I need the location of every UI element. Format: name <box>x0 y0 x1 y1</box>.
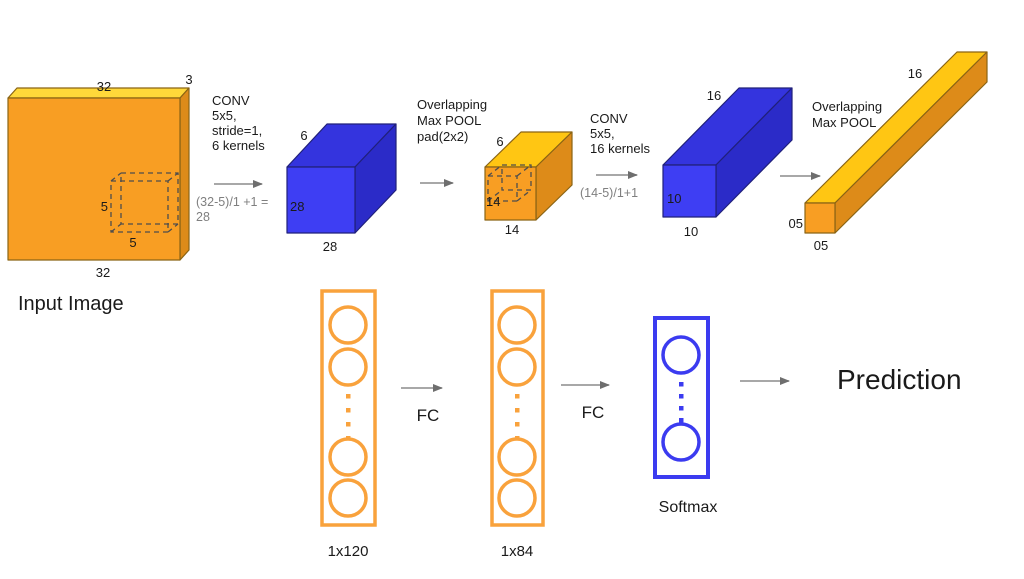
c1-front-face <box>286 166 356 234</box>
input-width-bottom-label: 32 <box>96 265 110 280</box>
fc2-neuron <box>497 478 537 518</box>
fc1-ellipsis-dot <box>346 394 351 399</box>
conv1-formula-line1: (32-5)/1 +1 = <box>196 195 268 209</box>
input-image-block: 32 3 5 5 32 Input Image <box>7 72 193 315</box>
conv2-formula: (14-5)/1+1 <box>580 186 638 200</box>
fc1-neuron <box>328 347 368 387</box>
prediction-step: Prediction <box>740 364 962 395</box>
pool-window <box>487 164 532 202</box>
fc1-neuron <box>328 478 368 518</box>
pool1-step: Overlapping Max POOL pad(2x2) <box>417 97 487 187</box>
conv2-line2: 5x5, <box>590 126 615 141</box>
c1-height-label: 28 <box>290 199 304 214</box>
pool2-line1: Overlapping <box>812 99 882 114</box>
input-depth-label: 3 <box>185 72 192 87</box>
fc1-size-label: 1x120 <box>328 543 369 560</box>
input-front-face <box>7 97 181 261</box>
softmax-ellipsis-dot <box>679 394 684 399</box>
input-width-top-label: 32 <box>97 79 111 94</box>
fc2-neuron <box>497 347 537 387</box>
c3-height-label: 10 <box>667 191 681 206</box>
fc2-ellipsis-dot <box>515 408 520 413</box>
softmax-ellipsis-dot <box>679 382 684 387</box>
pool2-step: Overlapping Max POOL <box>780 99 882 180</box>
conv1-line4: 6 kernels <box>212 138 265 153</box>
softmax-caption: Softmax <box>659 499 718 516</box>
fc2-ellipsis-dot <box>515 422 520 427</box>
c1-depth-label: 6 <box>300 128 307 143</box>
softmax-neuron <box>661 335 701 375</box>
fc-step-2: FC <box>561 381 610 422</box>
conv2-step: CONV 5x5, 16 kernels (14-5)/1+1 <box>580 111 650 200</box>
fc2-neuron <box>497 305 537 345</box>
c1-width-label: 28 <box>323 239 337 254</box>
s4-height-label: 05 <box>789 216 803 231</box>
fc1-ellipsis-dot <box>346 422 351 427</box>
fc2-size-label: 1x84 <box>501 543 534 560</box>
s4-depth-label: 16 <box>908 66 922 81</box>
fc1-neuron <box>328 305 368 345</box>
s4-front-face <box>804 202 836 234</box>
c3-depth-label: 16 <box>707 88 721 103</box>
fc-layer-2: 1x84 <box>490 289 545 560</box>
prediction-label: Prediction <box>837 364 962 395</box>
c3-front-face <box>662 164 717 218</box>
conv1-output-cuboid: 6 28 28 <box>286 123 397 254</box>
softmax-neuron <box>661 422 701 462</box>
conv1-line2: 5x5, <box>212 108 237 123</box>
softmax-ellipsis-dot <box>679 406 684 411</box>
input-caption: Input Image <box>18 293 124 315</box>
fc-step-1: FC <box>401 384 443 425</box>
s4-width-label: 05 <box>814 238 828 253</box>
kernel-window <box>110 172 179 233</box>
kernel-height-label: 5 <box>101 199 108 214</box>
pool1-line2: Max POOL <box>417 113 481 128</box>
c3-width-label: 10 <box>684 224 698 239</box>
fc-layer-1: 1x120 <box>320 289 377 560</box>
softmax-rect <box>653 316 710 479</box>
pool1-line1: Overlapping <box>417 97 487 112</box>
conv2-output-cuboid: 16 10 10 <box>662 87 793 239</box>
conv1-formula-line2: 28 <box>196 210 210 224</box>
conv2-line3: 16 kernels <box>590 141 650 156</box>
input-side-face <box>179 87 190 261</box>
kernel-width-label: 5 <box>129 235 136 250</box>
fc1-rect <box>320 289 377 527</box>
pool1-line3: pad(2x2) <box>417 129 468 144</box>
conv1-step: CONV 5x5, stride=1, 6 kernels (32-5)/1 +… <box>196 93 268 224</box>
conv1-line1: CONV <box>212 93 250 108</box>
fc2-rect <box>490 289 545 527</box>
fc2-neuron <box>497 437 537 477</box>
pool2-output-cuboid: 16 05 05 <box>789 51 988 253</box>
s2-depth-label: 6 <box>496 134 503 149</box>
pool2-line2: Max POOL <box>812 115 876 130</box>
conv2-line1: CONV <box>590 111 628 126</box>
conv1-line3: stride=1, <box>212 123 262 138</box>
fc1-neuron <box>328 437 368 477</box>
fc2-ellipsis-dot <box>515 394 520 399</box>
pool1-output-cuboid: 6 14 14 <box>484 131 573 237</box>
softmax-ellipsis-dot <box>679 418 684 423</box>
fc2-arrow-label: FC <box>582 403 605 422</box>
softmax-layer: Softmax <box>653 316 718 516</box>
s2-height-label: 14 <box>486 194 500 209</box>
fc1-arrow-label: FC <box>417 406 440 425</box>
s2-width-label: 14 <box>505 222 519 237</box>
fc1-ellipsis-dot <box>346 408 351 413</box>
